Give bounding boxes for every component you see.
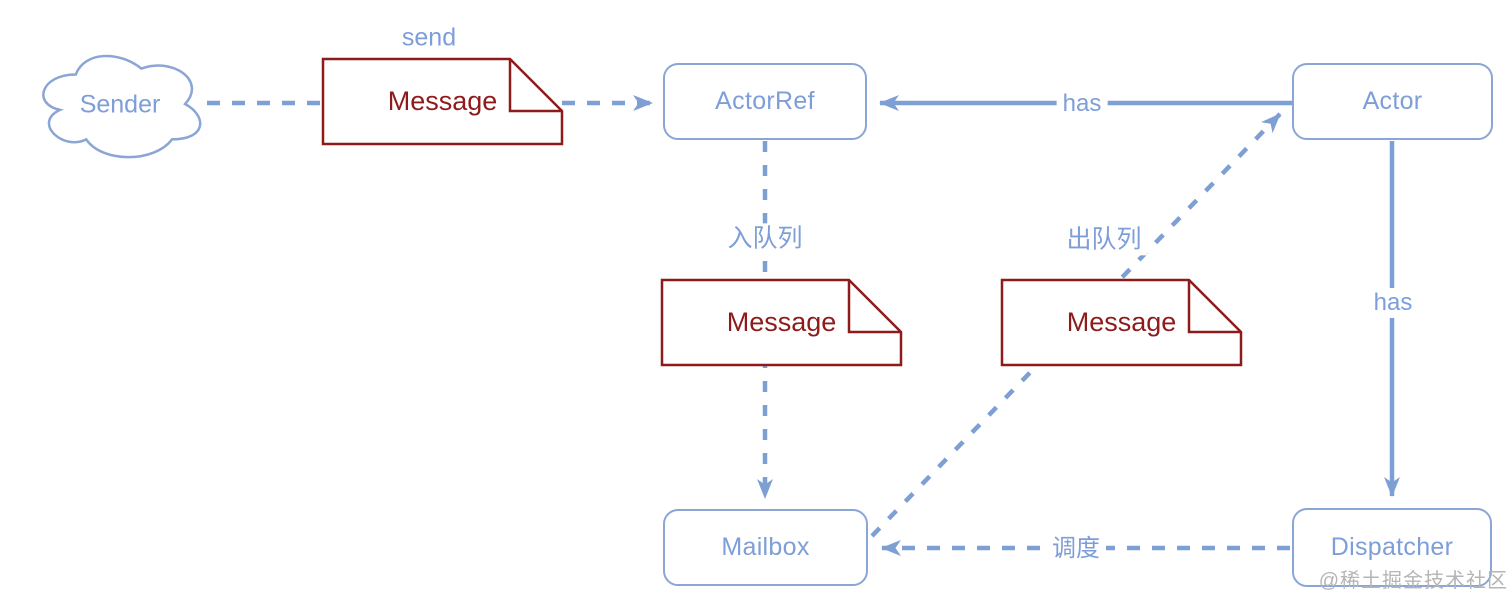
edge-label-dequeue: 出队列	[1060, 224, 1148, 256]
note-dequeued-message-shape	[1000, 278, 1243, 367]
edge-label-send: send	[401, 23, 457, 52]
node-actor: Actor	[1292, 63, 1493, 140]
juejin-watermark: @稀土掘金技术社区	[1318, 570, 1508, 592]
note-sent-message-fold	[508, 59, 562, 113]
note-enqueued-message-label: Message	[726, 307, 837, 337]
node-actorref: ActorRef	[663, 63, 867, 140]
note-dequeued-message-fold	[1187, 280, 1241, 334]
edge-label-has-actorref: has	[1056, 89, 1108, 119]
node-dispatcher-label: Dispatcher	[1330, 533, 1454, 561]
edge-label-has-dispatcher: has	[1367, 288, 1419, 318]
sender-cloud-shape	[42, 54, 202, 159]
node-mailbox-label: Mailbox	[721, 533, 810, 561]
edge-label-enqueue: 入队列	[721, 223, 809, 255]
note-enqueued-message-shape	[660, 278, 903, 367]
note-enqueued-message-fold	[847, 280, 901, 334]
note-sent-message-label: Message	[387, 86, 498, 116]
edge-label-dispatch: 调度	[1046, 534, 1106, 564]
note-sent-message-shape	[321, 57, 564, 146]
node-dispatcher: Dispatcher	[1292, 508, 1492, 587]
node-mailbox: Mailbox	[663, 509, 868, 586]
node-actorref-label: ActorRef	[715, 87, 815, 115]
node-sender-label: Sender	[79, 90, 161, 119]
note-dequeued-message-label: Message	[1066, 307, 1177, 337]
node-actor-label: Actor	[1362, 87, 1423, 115]
